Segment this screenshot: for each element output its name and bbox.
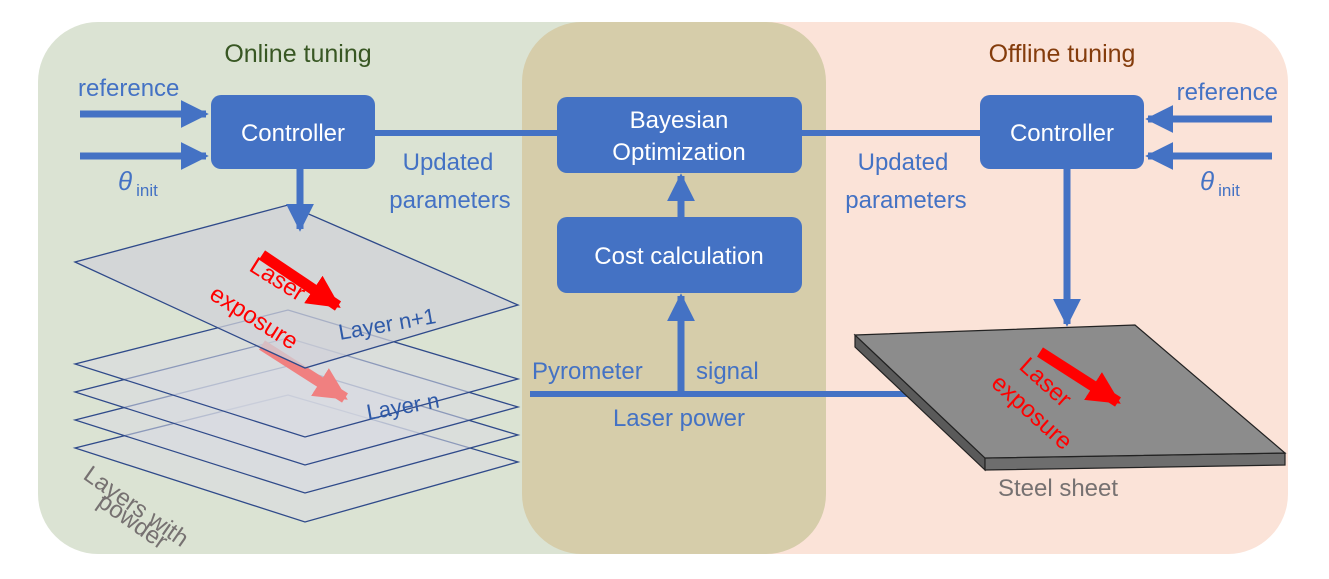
bayesian-line2: Optimization	[612, 139, 745, 166]
offline-updated-line1: Updated	[858, 149, 949, 176]
online-controller-label: Controller	[241, 120, 345, 147]
offline-title: Offline tuning	[989, 40, 1136, 68]
laser-power-label: Laser power	[613, 405, 745, 432]
steel-sheet-label: Steel sheet	[998, 475, 1118, 502]
pyrometer-label: Pyrometer	[532, 358, 643, 385]
offline-theta-sub: init	[1218, 181, 1240, 200]
laser-arrow-online	[258, 250, 342, 311]
offline-controller	[980, 95, 1144, 169]
signal-label: signal	[696, 358, 759, 385]
offline-controller-label: Controller	[1010, 120, 1114, 147]
online-title: Online tuning	[224, 40, 371, 68]
cost-calculation-label: Cost calculation	[594, 243, 763, 270]
layer-n-plus-1	[73, 204, 520, 369]
online-controller	[211, 95, 375, 169]
offline-updated-line2: parameters	[845, 187, 966, 214]
online-theta-sub: init	[136, 181, 158, 200]
cost-calculation-box	[557, 217, 802, 293]
online-updated-line2: parameters	[389, 187, 510, 214]
steel-sheet	[853, 324, 1287, 472]
bayesian-optimization-box	[557, 97, 802, 173]
offline-theta-symbol: θ	[1200, 166, 1214, 196]
offline-reference-label: reference	[1177, 79, 1278, 106]
online-updated-line1: Updated	[403, 149, 494, 176]
online-theta-symbol: θ	[118, 166, 132, 196]
laser-arrow-offline	[1037, 347, 1121, 407]
bayesian-line1: Bayesian	[630, 107, 729, 134]
online-reference-label: reference	[78, 75, 179, 102]
steel-sheet-top	[853, 324, 1287, 459]
